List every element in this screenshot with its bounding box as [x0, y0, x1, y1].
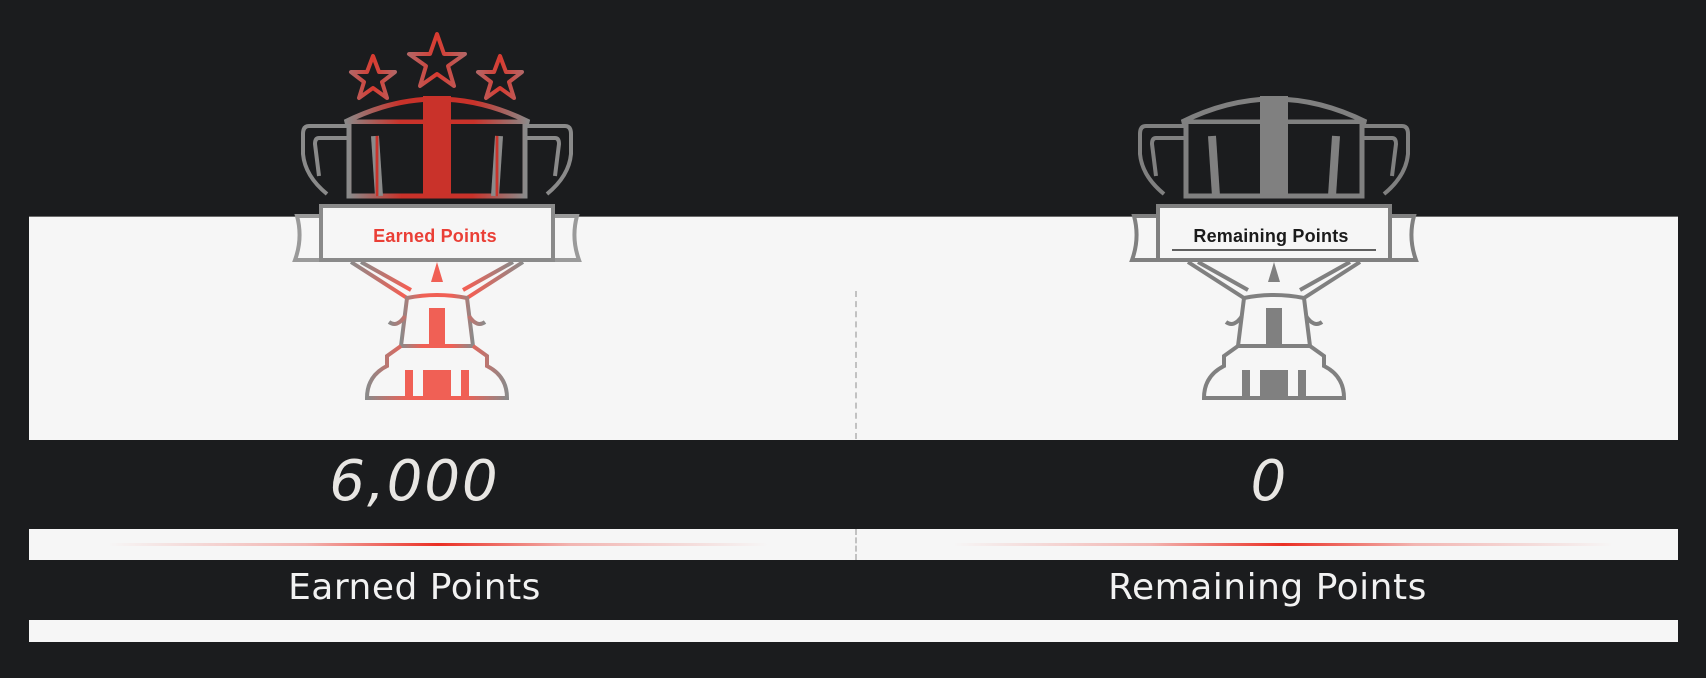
- dashed-divider-top: [855, 291, 857, 439]
- earned-points-banner-label: Earned Points: [373, 226, 497, 246]
- bottom-strip: [29, 620, 1678, 642]
- trophy-icon: [1129, 96, 1419, 406]
- dashed-divider-bottom: [855, 529, 857, 560]
- remaining-points-caption: Remaining Points: [1108, 567, 1427, 608]
- earned-points-value: 6,000: [329, 449, 500, 514]
- accent-glow-line: [953, 543, 1613, 546]
- remaining-points-value: 0: [1250, 449, 1289, 514]
- accent-glow-line: [108, 543, 768, 546]
- remaining-points-card: Remaining Points 0 Remaining Points: [853, 0, 1706, 678]
- stars: [349, 32, 524, 100]
- remaining-points-banner-label: Remaining Points: [1193, 226, 1349, 246]
- trophy-with-stars-icon: [292, 32, 582, 406]
- earned-points-caption: Earned Points: [288, 567, 541, 608]
- earned-points-card: Earned Points 6,000 Earned Points: [108, 32, 768, 608]
